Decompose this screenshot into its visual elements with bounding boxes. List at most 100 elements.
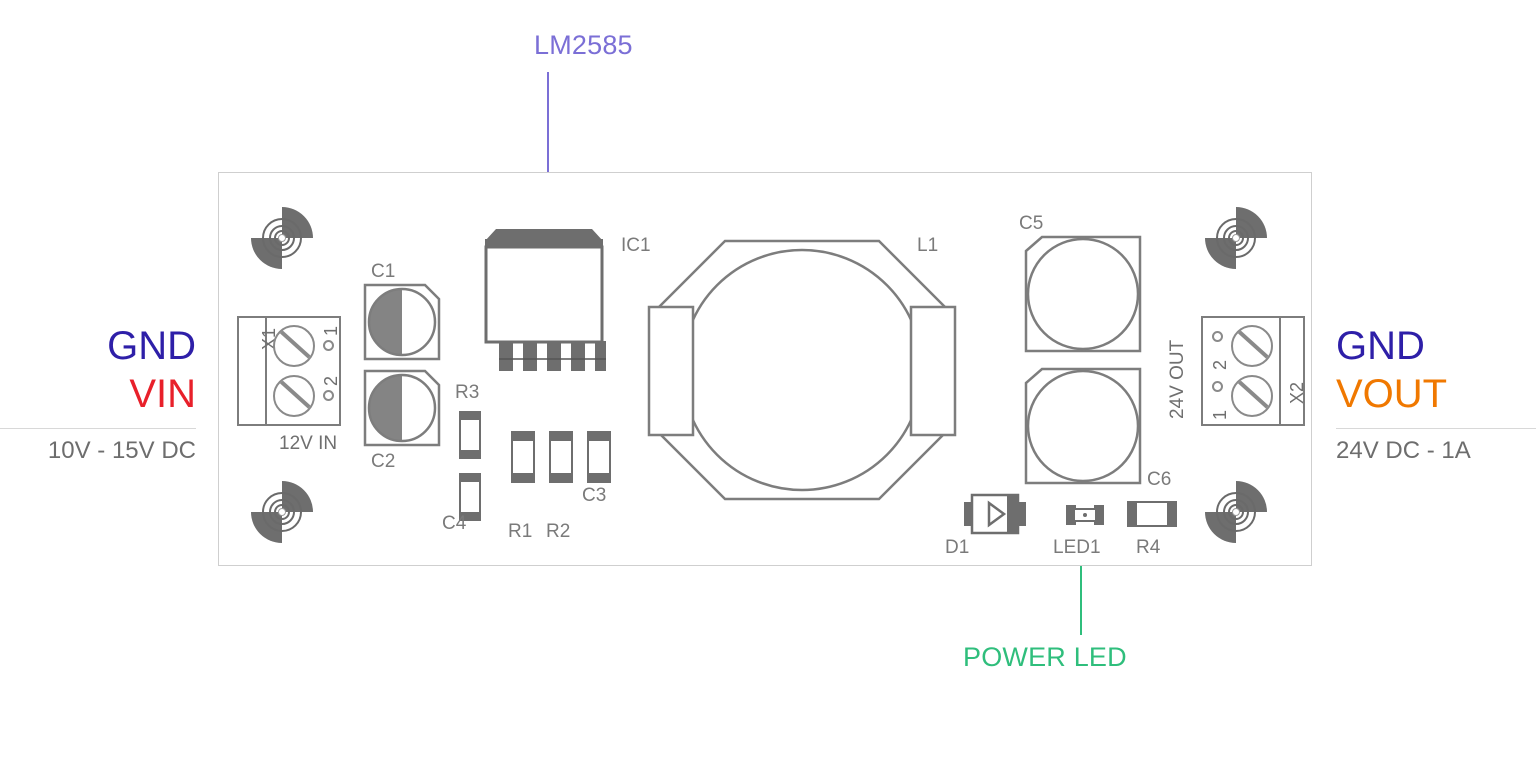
ic1-graphic — [484, 229, 606, 383]
left-label-gnd: GND — [107, 324, 196, 368]
smd-pad-top — [459, 473, 481, 482]
mounting-hole-bottom-right — [1205, 481, 1267, 543]
smd-body — [587, 439, 611, 475]
smd-pad-bottom — [511, 474, 535, 483]
x1-screw-1[interactable] — [273, 325, 315, 367]
smd-body — [1135, 501, 1169, 527]
right-spec-text: 24V DC - 1A — [1336, 437, 1471, 464]
x2-screw-2[interactable] — [1231, 325, 1273, 367]
component-ic1[interactable] — [482, 221, 606, 383]
right-label-panel: GND VOUT 24V DC - 1A — [1336, 322, 1536, 465]
terminal-block-x1[interactable]: X1 1 2 — [237, 316, 341, 426]
component-c6[interactable] — [1024, 367, 1142, 485]
right-label-gnd: GND — [1336, 324, 1425, 368]
x2-pin-2-mark — [1212, 331, 1223, 342]
ref-c5: C5 — [1019, 213, 1044, 234]
ref-l1: L1 — [917, 235, 939, 256]
hole-center — [1232, 234, 1240, 242]
left-label-panel: GND VIN 10V - 15V DC — [0, 322, 196, 465]
ref-c2: C2 — [371, 451, 396, 472]
c1-graphic — [363, 283, 441, 361]
ref-c3: C3 — [582, 485, 607, 506]
ref-r2: R2 — [546, 521, 571, 542]
hole-ring — [1223, 499, 1249, 525]
smd-body — [511, 439, 535, 475]
left-divider — [0, 428, 196, 429]
component-r1[interactable] — [511, 431, 535, 483]
ref-led1: LED1 — [1053, 537, 1101, 558]
hole-ring — [1228, 230, 1244, 246]
led1-graphic — [1066, 505, 1104, 525]
x2-pin-2-number: 2 — [1210, 359, 1230, 370]
terminal-divider — [265, 318, 267, 424]
hole-ring — [262, 492, 302, 532]
x2-caption: 24V OUT — [1167, 339, 1188, 419]
smd-pad-top — [549, 431, 573, 440]
x2-screw-1[interactable] — [1231, 375, 1273, 417]
x2-pin-1-number: 1 — [1210, 409, 1230, 420]
l1-graphic — [647, 239, 957, 501]
hole-ring — [274, 230, 290, 246]
c5-graphic — [1024, 235, 1142, 353]
ref-c1: C1 — [371, 261, 396, 282]
hole-ring — [1228, 504, 1244, 520]
component-r3[interactable] — [459, 411, 481, 459]
hole-center — [278, 234, 286, 242]
ref-c6: C6 — [1147, 469, 1172, 490]
annotation-power-led: POWER LED — [963, 642, 1127, 672]
component-l1[interactable] — [647, 235, 957, 505]
component-c3[interactable] — [587, 431, 611, 483]
smd-body — [459, 418, 481, 452]
smd-pad-left — [1127, 501, 1136, 527]
d1-graphic — [964, 493, 1026, 535]
x1-pin-2-mark — [323, 390, 334, 401]
component-r2[interactable] — [549, 431, 573, 483]
smd-pad-bottom — [549, 474, 573, 483]
c6-graphic — [1024, 367, 1142, 485]
hole-ring — [269, 225, 295, 251]
terminal-block-x2[interactable]: X2 2 1 — [1201, 316, 1307, 426]
hole-center — [278, 508, 286, 516]
terminal-divider — [1279, 318, 1281, 424]
left-label-vin: VIN — [129, 372, 196, 416]
x2-pin-1-mark — [1212, 381, 1223, 392]
smd-body — [459, 480, 481, 514]
hole-center — [1232, 508, 1240, 516]
component-c5[interactable] — [1024, 235, 1142, 353]
smd-pad-top — [459, 411, 481, 420]
right-label-vout: VOUT — [1336, 372, 1448, 416]
mounting-hole-bottom-left — [251, 481, 313, 543]
component-r4[interactable] — [1127, 501, 1177, 527]
ref-r4: R4 — [1136, 537, 1161, 558]
component-c2[interactable] — [363, 369, 441, 447]
hole-ring — [262, 218, 302, 258]
x1-screw-2[interactable] — [273, 375, 315, 417]
mounting-hole-top-right — [1205, 207, 1267, 269]
component-led1[interactable] — [1066, 503, 1104, 527]
component-c1[interactable] — [363, 283, 441, 361]
ref-ic1: IC1 — [621, 235, 651, 256]
ref-d1: D1 — [945, 537, 970, 558]
smd-pad-right — [1168, 501, 1177, 527]
hole-ring — [274, 504, 290, 520]
x1-caption: 12V IN — [279, 433, 338, 454]
x1-pin-2-number: 2 — [321, 375, 341, 386]
smd-body — [549, 439, 573, 475]
x2-ref-label: X2 — [1287, 381, 1307, 404]
hole-ring — [1216, 218, 1256, 258]
smd-pad-top — [587, 431, 611, 440]
ref-r1: R1 — [508, 521, 533, 542]
ref-c4: C4 — [442, 513, 467, 534]
component-d1[interactable] — [964, 493, 1026, 535]
right-divider — [1336, 428, 1536, 429]
component-c4[interactable] — [459, 473, 481, 521]
hole-ring — [1223, 225, 1249, 251]
smd-pad-top — [511, 431, 535, 440]
hole-ring — [1216, 492, 1256, 532]
smd-pad-bottom — [459, 450, 481, 459]
smd-pad-bottom — [459, 512, 481, 521]
annotation-lm2585: LM2585 — [534, 30, 633, 60]
x1-pin-1-mark — [323, 340, 334, 351]
pcb-board-outline: X1 1 2 12V IN X2 2 1 24V OUT — [218, 172, 1312, 566]
